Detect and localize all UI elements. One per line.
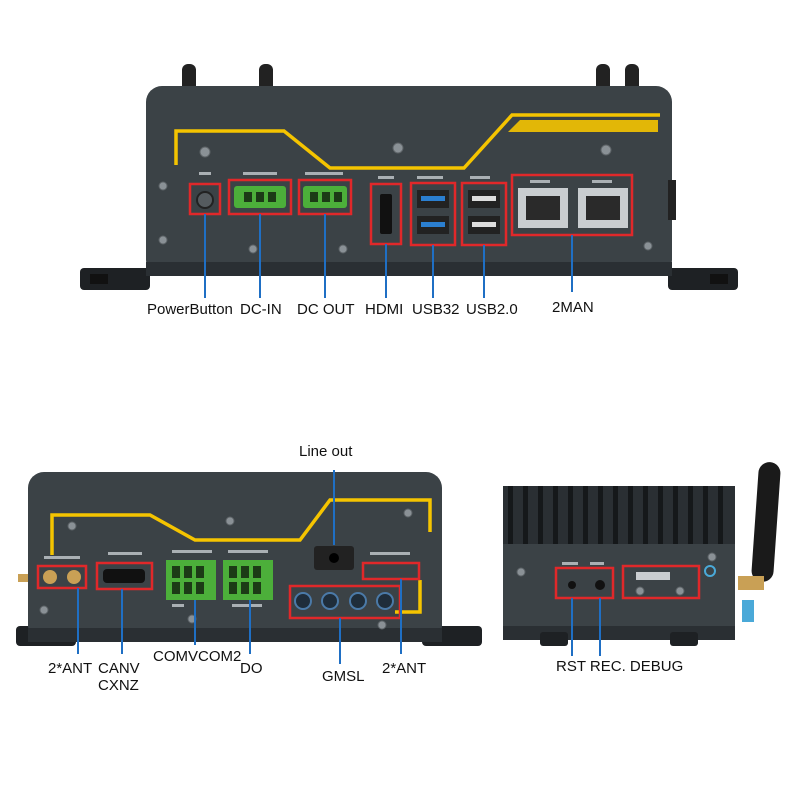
ant-left-highlight xyxy=(36,564,88,590)
hdmi-port-icon xyxy=(380,194,392,234)
chassis-side xyxy=(503,544,735,640)
chassis-front xyxy=(28,472,442,642)
mount-bracket xyxy=(80,268,150,290)
power-button-icon xyxy=(196,191,214,209)
usb32-label: USB32 xyxy=(412,301,460,318)
power-button-label: PowerButton xyxy=(147,301,233,318)
gmsl-label: GMSL xyxy=(322,668,365,685)
rst-rec-highlight xyxy=(554,566,615,600)
can-connector xyxy=(103,569,145,583)
yellow-trace xyxy=(50,498,432,555)
hdmi-label: HDMI xyxy=(365,301,404,318)
can2-label: CXNZ xyxy=(98,677,139,694)
line-out-label: Line out xyxy=(299,443,353,460)
debug-port xyxy=(636,572,670,580)
callout-lines xyxy=(77,470,402,664)
bottom-left-device xyxy=(16,470,482,664)
callout-lines xyxy=(204,214,573,298)
yellow-trace xyxy=(174,113,660,170)
callout-lines xyxy=(571,598,601,656)
antenna-icon xyxy=(751,462,781,582)
lan-label: 2MAN xyxy=(552,299,594,316)
antenna-connector-icon xyxy=(43,570,57,584)
can-label: CANV xyxy=(98,660,140,677)
dc-out-label: DC OUT xyxy=(297,301,355,318)
can-highlight xyxy=(95,561,154,591)
com-label: COMVCOM2 xyxy=(153,648,242,665)
heatsink xyxy=(503,486,735,546)
dc-in-label: DC-IN xyxy=(240,301,282,318)
ant-left-label: 2*ANT xyxy=(48,660,93,677)
gmsl-connectors xyxy=(294,592,394,610)
do-label: DO xyxy=(240,660,263,677)
usb20-label: USB2.0 xyxy=(466,301,518,318)
rst-rec-debug-label: RST REC. DEBUG xyxy=(556,658,684,675)
antenna-connector-icon xyxy=(67,570,81,584)
mount-bracket xyxy=(668,268,738,290)
wifi-connector xyxy=(742,600,754,622)
ant-right-highlight xyxy=(361,561,421,581)
screws xyxy=(516,552,717,596)
screws xyxy=(158,142,653,254)
top-device xyxy=(80,64,738,298)
recovery-button-icon xyxy=(595,580,605,590)
ant-right-label: 2*ANT xyxy=(382,660,427,677)
debug-highlight xyxy=(621,564,701,600)
chassis-front xyxy=(146,86,672,276)
bottom-right-device xyxy=(503,462,781,656)
reset-button-icon xyxy=(568,581,576,589)
